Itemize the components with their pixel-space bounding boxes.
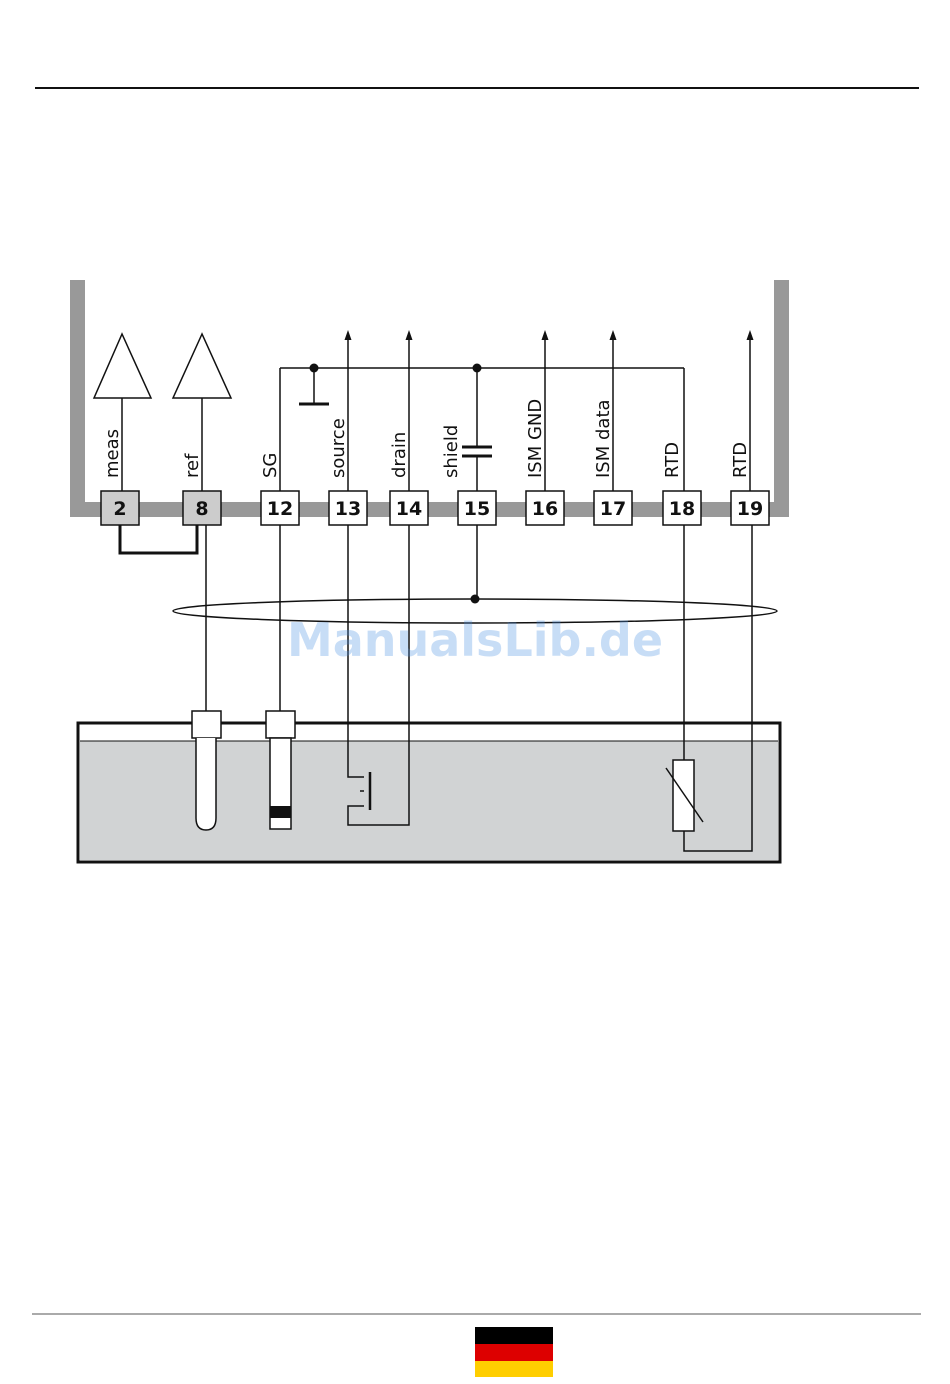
terminal-14: 14 [390, 491, 428, 525]
terminal-13: 13 [329, 491, 367, 525]
meas-amplifier-icon [94, 334, 151, 398]
isfet-sensor [266, 711, 295, 829]
ground-symbol-icon [299, 368, 329, 404]
terminal-18: 18 [663, 491, 701, 525]
terminal-16: 16 [526, 491, 564, 525]
ref-amplifier-icon [173, 334, 231, 398]
terminal-15: 15 [458, 491, 496, 525]
terminal-12: 12 [261, 491, 299, 525]
svg-text:14: 14 [396, 498, 422, 520]
german-flag-icon [475, 1327, 553, 1377]
flag-red-stripe [475, 1344, 553, 1361]
terminal-label-ref: ref [182, 453, 203, 478]
enclosure-right-wall [774, 280, 789, 517]
flag-black-stripe [475, 1327, 553, 1344]
terminal-label-ism-gnd: ISM GND [525, 399, 546, 478]
terminal-label-meas: meas [102, 429, 123, 478]
flag-gold-stripe [475, 1361, 553, 1377]
reference-electrode [192, 711, 221, 830]
jumper-wire [120, 525, 197, 553]
svg-text:17: 17 [600, 498, 626, 520]
terminal-label-drain: drain [389, 432, 410, 478]
terminal-label-shield: shield [441, 425, 462, 478]
terminal-8: 8 [183, 491, 221, 525]
terminal-17: 17 [594, 491, 632, 525]
enclosure-left-wall [70, 280, 85, 517]
svg-text:18: 18 [669, 498, 695, 520]
svg-text:13: 13 [335, 498, 361, 520]
svg-text:12: 12 [267, 498, 293, 520]
svg-text:19: 19 [737, 498, 763, 520]
terminal-19: 19 [731, 491, 769, 525]
svg-text:16: 16 [532, 498, 558, 520]
terminal-label-sg: SG [260, 453, 281, 478]
terminal-label-rtd: RTD [662, 442, 683, 478]
terminal-label-rtd: RTD [730, 442, 751, 478]
terminal-label-ism-data: ISM data [593, 399, 614, 478]
capacitor-icon [462, 368, 492, 492]
terminal-2: 2 [101, 491, 139, 525]
watermark: ManualsLib.de [287, 613, 663, 667]
svg-text:2: 2 [113, 498, 126, 520]
svg-text:8: 8 [195, 498, 208, 520]
svg-text:15: 15 [464, 498, 490, 520]
terminal-label-source: source [328, 418, 349, 478]
